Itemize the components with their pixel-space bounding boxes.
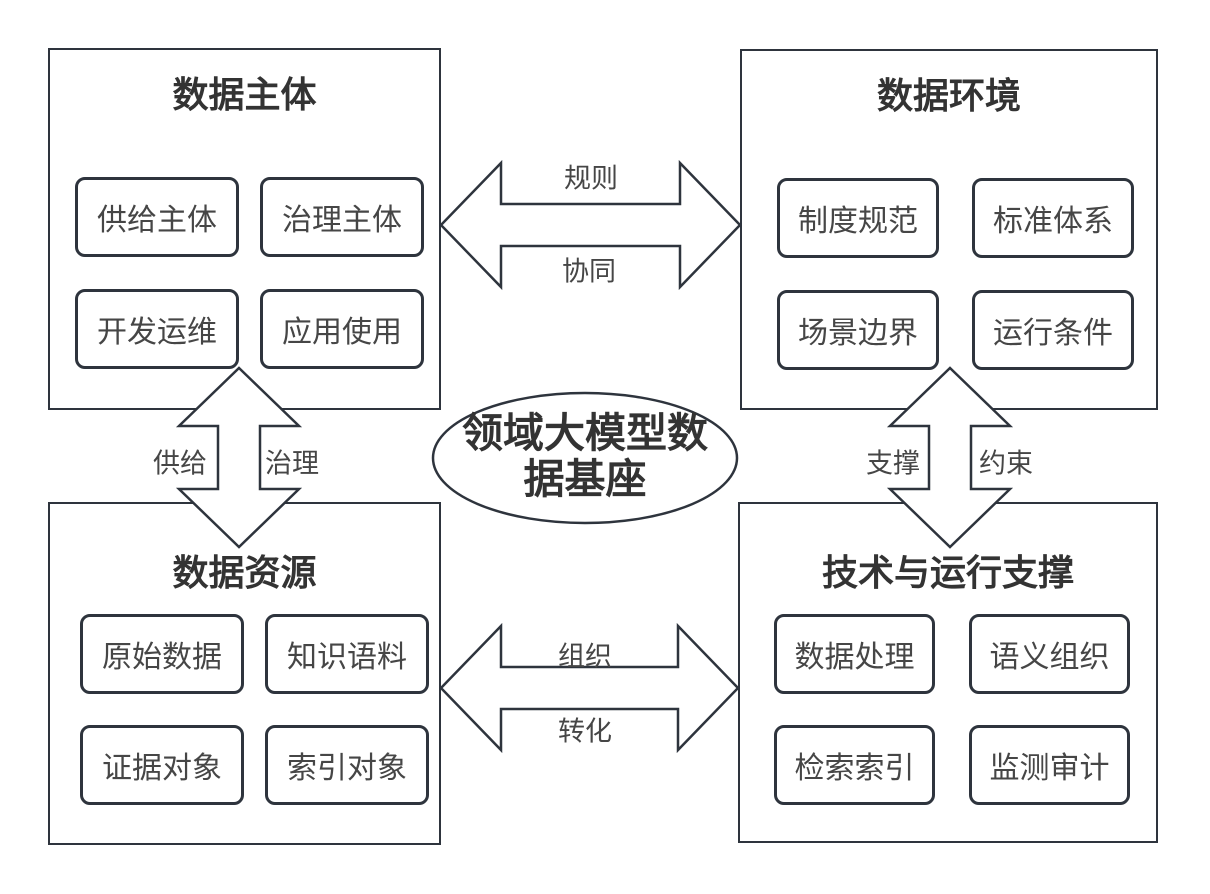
sub-item: 运行条件 (972, 290, 1134, 370)
sub-item: 开发运维 (75, 289, 239, 369)
sub-item: 语义组织 (969, 614, 1130, 694)
quadrant-title: 数据环境 (876, 75, 1021, 116)
sub-item: 检索索引 (774, 725, 935, 805)
sub-item: 制度规范 (777, 178, 939, 258)
quadrant-title: 数据主体 (172, 74, 317, 115)
arrow-label-collaboration: 协同 (562, 256, 616, 287)
center-title-line2: 据基座 (523, 456, 647, 502)
sub-item: 治理主体 (260, 177, 424, 257)
arrow-label-support: 支撑 (866, 448, 920, 479)
arrow-label-transform: 转化 (558, 716, 612, 747)
center-title-line1: 领域大模型数 (462, 410, 708, 456)
sub-item: 证据对象 (80, 725, 244, 805)
sub-item: 供给主体 (75, 177, 239, 257)
sub-item: 数据处理 (774, 614, 935, 694)
quadrant-data-subject: 数据主体 供给主体 治理主体 开发运维 应用使用 (48, 48, 441, 410)
quadrant-title: 技术与运行支撑 (821, 552, 1074, 593)
arrow-label-organize: 组织 (558, 641, 612, 672)
sub-item: 标准体系 (972, 178, 1134, 258)
sub-item: 场景边界 (777, 290, 939, 370)
arrow-label-rules: 规则 (564, 163, 618, 194)
sub-item: 监测审计 (969, 725, 1130, 805)
sub-item: 索引对象 (265, 725, 429, 805)
quadrant-data-resource: 数据资源 原始数据 知识语料 证据对象 索引对象 (48, 502, 441, 845)
sub-item: 原始数据 (80, 614, 244, 694)
sub-item: 应用使用 (260, 289, 424, 369)
quadrant-title: 数据资源 (172, 552, 317, 593)
sub-item: 知识语料 (265, 614, 429, 694)
quadrant-tech-operation: 技术与运行支撑 数据处理 语义组织 检索索引 监测审计 (738, 502, 1158, 843)
center-title: 领域大模型数 据基座 (462, 410, 708, 502)
arrow-label-supply: 供给 (153, 448, 207, 479)
arrow-label-governance: 治理 (265, 448, 319, 479)
quadrant-data-environment: 数据环境 制度规范 标准体系 场景边界 运行条件 (740, 49, 1158, 410)
arrow-label-constraint: 约束 (979, 448, 1033, 479)
